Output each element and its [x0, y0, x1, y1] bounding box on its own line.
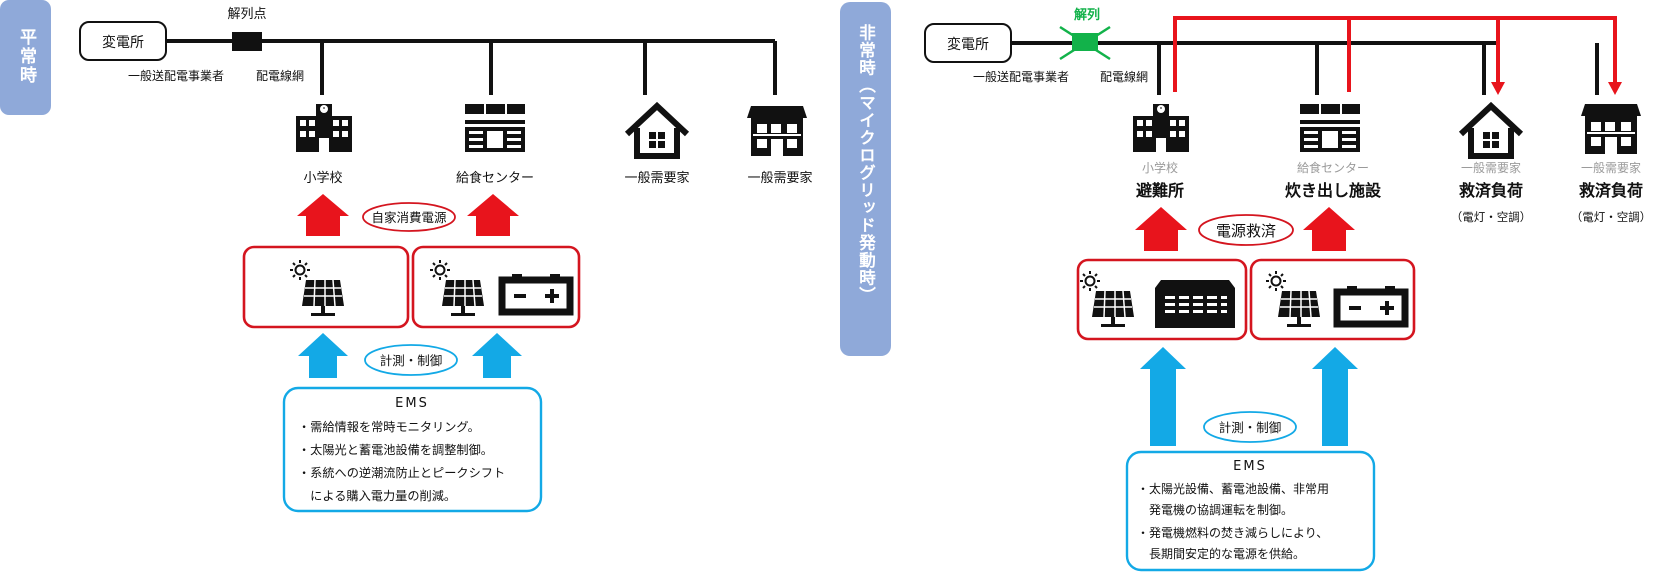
normal-mode-label: 平常時: [16, 28, 37, 85]
house-two-storey-icon: [1581, 104, 1641, 154]
emergency-mode-label: 非常時（マイクログリッド発動時）: [857, 23, 877, 304]
normal-facility-label: 給食センター: [456, 170, 534, 186]
emergency-pv-battery-box: [1249, 258, 1416, 341]
self-power-badge: [362, 202, 456, 232]
emergency-ems-line: 長期間安定的な電源を供給。: [1137, 546, 1305, 561]
emergency-ems-line: ・太陽光設備、蓄電池設備、非常用: [1137, 481, 1329, 496]
emergency-facility-orig: 小学校: [1142, 160, 1178, 175]
red-down-arrow: [1491, 82, 1505, 95]
emergency-facility-role: 救済負荷: [1459, 181, 1523, 200]
normal-measure-control-label: 計測・制御: [380, 353, 443, 368]
house-two-storey-icon: [747, 106, 807, 156]
emergency-facility-note: （電灯・空調）: [1451, 210, 1532, 224]
normal-disconnect-label: 解列点: [227, 7, 266, 22]
emergency-facility-orig: 一般需要家: [1581, 160, 1641, 175]
emergency-measure-control-badge: [1203, 411, 1297, 443]
normal-pv-battery-box: [411, 245, 581, 329]
emergency-measure-control-label: 計測・制御: [1219, 420, 1282, 435]
normal-ems-line: ・系統への逆潮流防止とピークシフト: [298, 465, 505, 480]
normal-red-arrow-school: [297, 194, 349, 236]
generator-icon: [1155, 280, 1235, 328]
normal-disconnect-switch: [232, 32, 262, 51]
normal-blue-arrow-2: [472, 333, 522, 378]
emergency-red-arrow-kitchen: [1303, 207, 1355, 251]
house-icon: [1461, 106, 1521, 156]
normal-substation-label: 変電所: [102, 34, 144, 51]
school-icon: [1132, 103, 1190, 153]
emergency-mode-label-bg: [840, 2, 891, 356]
normal-mode-label-bg: [0, 0, 51, 115]
normal-ems-title: EMS: [395, 396, 429, 411]
emergency-facility-role: 避難所: [1136, 181, 1184, 200]
emergency-facility-note: （電灯・空調）: [1571, 210, 1652, 224]
emergency-ems-line: ・発電機燃料の焚き減らしにより、: [1137, 525, 1328, 540]
emergency-substation-label: 変電所: [947, 36, 989, 53]
kitchen-icon: [465, 104, 525, 152]
normal-ems-line: ・太陽光と蓄電池設備を調整制御。: [298, 442, 493, 457]
emergency-red-arrow-shelter: [1135, 207, 1187, 251]
emergency-utility-label: 一般送配電事業者: [973, 69, 1069, 84]
normal-grid-label: 配電線網: [256, 68, 304, 83]
microgrid-feed-line: [1173, 16, 1617, 92]
normal-section: 平常時 変電所 解列点 一般送配電事業者 配電線網 小学校 給食センター 一般需…: [0, 0, 813, 513]
normal-ems-box: [282, 386, 543, 513]
emergency-ems-box: [1125, 450, 1376, 572]
normal-facility-label: 一般需要家: [747, 170, 812, 186]
normal-red-arrow-kitchen: [467, 194, 519, 236]
house-icon: [627, 106, 687, 156]
normal-facility-label: 一般需要家: [624, 170, 689, 186]
normal-blue-arrow-1: [298, 333, 348, 378]
normal-utility-label: 一般送配電事業者: [128, 68, 224, 83]
emergency-blue-arrow-2: [1312, 347, 1358, 446]
school-icon: [295, 103, 353, 153]
emergency-grid-label: 配電線網: [1100, 69, 1148, 84]
normal-ems-line: による購入電力量の削減。: [298, 488, 456, 503]
power-relief-badge: [1198, 214, 1294, 246]
kitchen-icon: [1300, 104, 1360, 152]
normal-ems-line: ・需給情報を常時モニタリング。: [298, 420, 480, 434]
emergency-facility-role: 炊き出し施設: [1285, 181, 1382, 200]
emergency-ems-title: EMS: [1233, 459, 1267, 474]
emergency-facility-orig: 給食センター: [1297, 160, 1369, 175]
normal-measure-control-badge: [364, 344, 458, 376]
emergency-section: 非常時（マイクログリッド発動時） 変電所 解列 一般送配電事業者 配電線網: [840, 2, 1652, 572]
disconnect-switch-open: [1072, 33, 1098, 51]
red-down-arrow: [1608, 82, 1622, 95]
emergency-ems-line: 発電機の協調運転を制御。: [1137, 502, 1293, 517]
power-relief-label: 電源救済: [1216, 222, 1276, 240]
emergency-blue-arrow-1: [1140, 347, 1186, 446]
emergency-facility-role: 救済負荷: [1579, 181, 1643, 200]
emergency-facility-orig: 一般需要家: [1461, 160, 1521, 175]
self-power-label: 自家消費電源: [371, 210, 447, 225]
emergency-disconnect-label: 解列: [1073, 7, 1100, 23]
normal-facility-label: 小学校: [303, 170, 342, 186]
